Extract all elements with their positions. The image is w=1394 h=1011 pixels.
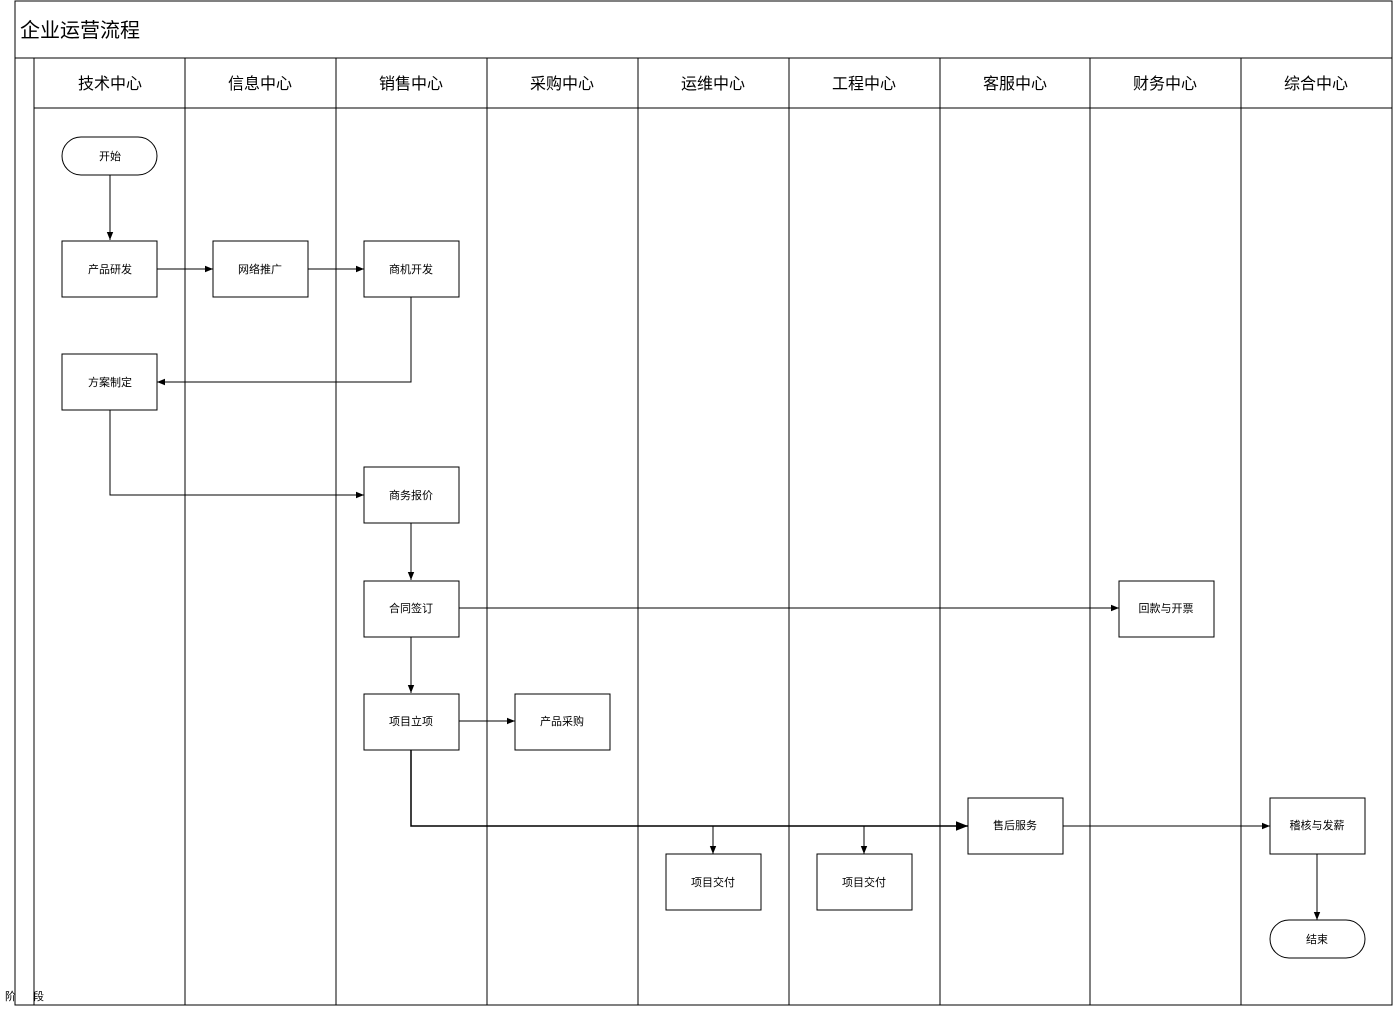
process-box <box>61 353 158 411</box>
diagram-title: 企业运营流程 <box>20 18 140 42</box>
terminator-shape <box>1269 919 1366 959</box>
title-bar <box>14 0 1393 59</box>
process-box <box>363 693 460 751</box>
node-deliver-eng-label: 项目交付 <box>842 875 886 889</box>
node-project: 项目立项 <box>363 693 460 751</box>
edge-biz-dev-to-plan <box>157 297 412 386</box>
node-plan-label: 方案制定 <box>88 375 132 389</box>
node-product-dev-label: 产品研发 <box>88 262 132 276</box>
node-biz-dev: 商机开发 <box>363 240 460 298</box>
edge-plan-to-quote <box>109 410 364 499</box>
lane-header-finance: 财务中心 <box>1133 74 1197 93</box>
process-box <box>665 853 762 911</box>
node-after-sales-label: 售后服务 <box>993 818 1037 832</box>
node-project-label: 项目立项 <box>389 714 433 728</box>
node-procure-label: 产品采购 <box>540 714 584 728</box>
process-box <box>363 580 460 638</box>
node-quote: 商务报价 <box>363 466 460 524</box>
node-audit-pay: 稽核与发薪 <box>1269 797 1366 855</box>
node-plan: 方案制定 <box>61 353 158 411</box>
node-contract-label: 合同签订 <box>389 601 433 615</box>
process-box <box>363 240 460 298</box>
node-product-dev: 产品研发 <box>61 240 158 298</box>
connectors <box>106 175 1321 920</box>
side-label-stage-2: 段 <box>33 989 44 1003</box>
node-net-promo: 网络推广 <box>212 240 309 298</box>
process-box <box>816 853 913 911</box>
node-start-label: 开始 <box>99 149 121 163</box>
process-box <box>363 466 460 524</box>
process-box <box>1118 580 1215 638</box>
terminator-shape <box>61 136 158 176</box>
edge-project-to-after-sales <box>410 750 968 831</box>
lane-header-cs: 客服中心 <box>983 74 1047 93</box>
lane-header-tech: 技术中心 <box>78 74 142 93</box>
pool-frame <box>14 57 1393 1006</box>
node-quote-label: 商务报价 <box>389 488 433 502</box>
node-contract: 合同签订 <box>363 580 460 638</box>
node-deliver-ops-label: 项目交付 <box>691 875 735 889</box>
lane-header-ops: 运维中心 <box>681 74 745 93</box>
process-box <box>514 693 611 751</box>
process-box <box>61 240 158 298</box>
node-procure: 产品采购 <box>514 693 611 751</box>
lane-header-sales: 销售中心 <box>379 74 443 93</box>
node-deliver-eng: 项目交付 <box>816 853 913 911</box>
process-box <box>967 797 1064 855</box>
lane-header-info: 信息中心 <box>228 74 292 93</box>
node-audit-pay-label: 稽核与发薪 <box>1290 818 1345 832</box>
node-net-promo-label: 网络推广 <box>238 262 282 276</box>
node-end-label: 结束 <box>1306 933 1328 946</box>
node-after-sales: 售后服务 <box>967 797 1064 855</box>
node-end: 结束 <box>1269 919 1366 959</box>
node-payment-label: 回款与开票 <box>1139 601 1194 615</box>
lane-dividers <box>184 58 1242 1005</box>
side-label-stage-1: 阶 <box>5 989 16 1003</box>
process-box <box>212 240 309 298</box>
lane-header-general: 综合中心 <box>1284 74 1348 93</box>
lane-header-eng: 工程中心 <box>832 74 896 93</box>
process-box <box>1269 797 1366 855</box>
node-biz-dev-label: 商机开发 <box>389 262 433 276</box>
node-payment: 回款与开票 <box>1118 580 1215 638</box>
lane-header-purchase: 采购中心 <box>530 74 594 93</box>
node-start: 开始 <box>61 136 158 176</box>
node-deliver-ops: 项目交付 <box>665 853 762 911</box>
